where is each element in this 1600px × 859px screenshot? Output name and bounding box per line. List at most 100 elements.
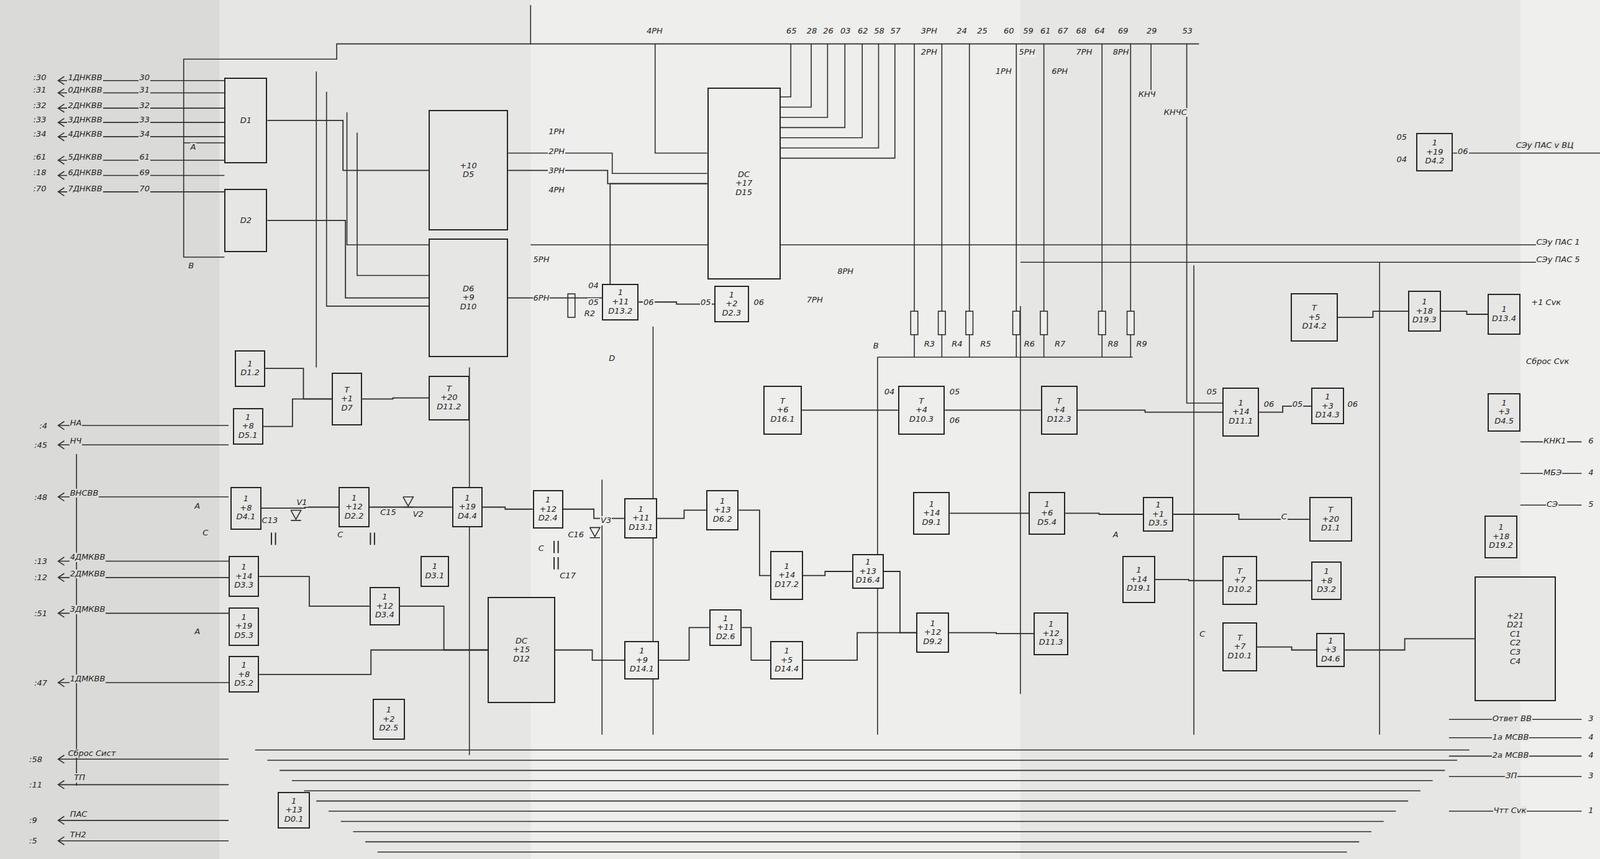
signal-label: :51 [33, 609, 48, 619]
wire [530, 4, 1199, 44]
diode-symbol [590, 527, 600, 538]
wire [780, 44, 846, 128]
chip-text: +12 [1042, 629, 1060, 639]
wire [1101, 334, 1103, 358]
logic-chip: DC+17D15 [707, 87, 781, 280]
chip-text: 1 [929, 619, 935, 629]
wire [1101, 44, 1103, 312]
input-arrow [58, 171, 65, 180]
signal-label: 67 [1057, 26, 1069, 36]
signal-label: 64 [1093, 26, 1106, 36]
chip-text: DC [737, 170, 750, 180]
chip-text: 1 [1238, 398, 1244, 409]
chip-text: D10 [460, 302, 478, 312]
logic-chip: 1+12D9.2 [916, 612, 950, 654]
logic-chip: 1+8D4.1 [230, 486, 261, 530]
signal-label: 3 [1587, 714, 1594, 723]
input-arrow [58, 76, 65, 85]
chip-text: 1 [1155, 500, 1161, 510]
chip-text: +20 [440, 393, 458, 403]
chip-text: D4.5 [1494, 416, 1514, 427]
chip-text: T [780, 396, 786, 407]
chip-text: 1 [386, 705, 392, 715]
wire-connector [400, 606, 488, 651]
signal-label: ТП [73, 773, 86, 782]
signal-label: :61 [32, 152, 48, 162]
chip-text: 1 [638, 504, 644, 515]
chip-text: 1 [722, 614, 728, 624]
signal-label: C [1280, 512, 1288, 522]
chip-text: 1 [1498, 522, 1504, 533]
chip-text: D11.3 [1039, 637, 1064, 648]
signal-label: 05 [1395, 132, 1408, 142]
signal-label: 24 [955, 26, 968, 36]
chip-text: D2.6 [716, 632, 736, 642]
signal-label: СЭ [1545, 500, 1559, 509]
wire [780, 44, 896, 159]
chip-text: 1 [351, 493, 357, 504]
chip-text: D1.2 [240, 368, 260, 378]
chip-text: С2 [1509, 638, 1521, 648]
chip-text: D1 [240, 116, 252, 126]
logic-chip: T+4D10.3 [898, 385, 946, 435]
input-arrow [58, 573, 65, 582]
chip-text: 1 [1421, 297, 1427, 307]
chip-text: 1 [929, 500, 935, 510]
signal-label: КНЧС [1163, 108, 1188, 117]
signal-label: 59 [1022, 26, 1035, 36]
wire [1186, 44, 1223, 404]
chip-text: D19.2 [1488, 540, 1514, 551]
wire-connector [508, 183, 707, 299]
signal-label: 06 [1263, 400, 1276, 409]
signal-label: 62 [857, 26, 869, 36]
chip-text: T [1237, 633, 1243, 643]
signal-label: 53 [1181, 26, 1194, 36]
wire-connector [738, 509, 771, 576]
chip-text: +14 [1232, 407, 1250, 417]
signal-label: R9 [1136, 339, 1148, 349]
chip-text: 1 [381, 592, 387, 602]
signal-label: 3РН [920, 26, 938, 36]
chip-text: T [1056, 396, 1062, 407]
chip-text: D3.5 [1148, 518, 1168, 528]
logic-chip: +10D5 [428, 109, 509, 231]
chip-text: 1 [241, 562, 247, 573]
wire-connector [949, 632, 1034, 635]
logic-chip: 1D13.4 [1487, 293, 1521, 335]
chip-text: T [1311, 303, 1317, 314]
wire [780, 44, 879, 149]
logic-chip: 1+19D4.4 [452, 486, 483, 528]
logic-chip: T+7D10.2 [1222, 555, 1258, 605]
chip-text: D14.4 [774, 664, 799, 674]
chip-text: 1 [639, 646, 645, 656]
chip-text: T [1327, 505, 1333, 515]
wire-connector [1173, 514, 1310, 520]
chip-text: +8 [1320, 576, 1333, 586]
input-arrow [58, 780, 65, 789]
signal-label: 05 [1291, 400, 1304, 409]
resistor-symbol [965, 311, 974, 335]
wire [1015, 44, 1017, 312]
chip-text: D4.6 [1321, 654, 1341, 664]
logic-chip: 1+11D2.6 [709, 609, 743, 646]
signal-label: СЭу ПАС v ВЦ [1515, 140, 1575, 150]
chip-text: +21 [1506, 611, 1524, 622]
wire-connector [883, 571, 917, 633]
signal-label: 1 [1587, 806, 1594, 815]
wire-connector [369, 506, 453, 509]
logic-chip: 1+13D0.1 [277, 791, 311, 829]
chip-text: D4.4 [457, 511, 478, 522]
input-arrow [58, 155, 65, 164]
signal-label: 5 [1587, 500, 1594, 509]
wire [913, 44, 915, 312]
wire-connector [803, 571, 853, 576]
signal-label: :33 [32, 115, 48, 125]
chip-text: С1 [1509, 629, 1521, 640]
logic-chip: 1+5D14.4 [770, 640, 804, 680]
signal-label: C [537, 544, 545, 553]
input-arrow [58, 88, 65, 97]
chip-text: +7 [1233, 642, 1246, 652]
wire-connector [803, 632, 917, 661]
chip-text: D2.3 [722, 308, 742, 319]
chip-text: D6 [462, 284, 474, 294]
